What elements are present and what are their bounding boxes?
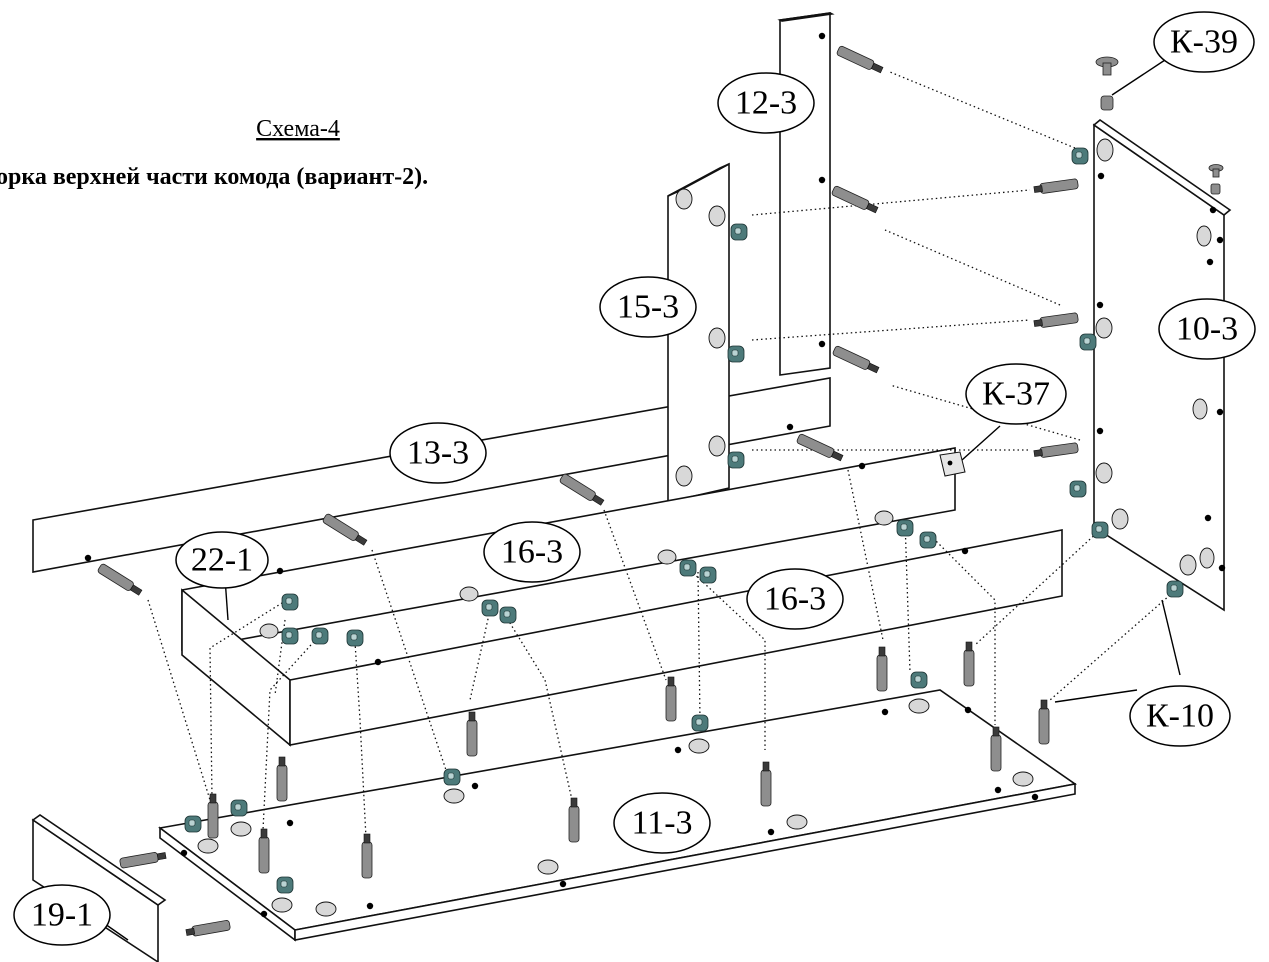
cam-locks bbox=[184, 147, 1184, 894]
svg-text:19-1: 19-1 bbox=[31, 897, 93, 934]
svg-text:16-3: 16-3 bbox=[501, 534, 563, 571]
diagram-subtitle: орка верхней части комода (вариант-2). bbox=[0, 164, 428, 190]
label-k-10: К-10 bbox=[1129, 685, 1231, 747]
fitting-k-37-bracket bbox=[939, 451, 966, 477]
svg-text:10-3: 10-3 bbox=[1176, 311, 1238, 348]
assembly-arrows bbox=[147, 71, 1171, 839]
panel-19-1 bbox=[31, 814, 167, 962]
label-22-1: 22-1 bbox=[175, 531, 269, 589]
svg-text:К-10: К-10 bbox=[1146, 698, 1214, 735]
label-19-1: 19-1 bbox=[13, 884, 111, 946]
label-k-39: К-39 bbox=[1153, 11, 1255, 73]
svg-text:К-37: К-37 bbox=[982, 376, 1050, 413]
svg-text:16-3: 16-3 bbox=[764, 581, 826, 618]
fitting-k-39-pins bbox=[1095, 56, 1224, 195]
svg-text:К-39: К-39 bbox=[1170, 24, 1238, 61]
svg-text:12-3: 12-3 bbox=[735, 85, 797, 122]
label-10-3: 10-3 bbox=[1158, 298, 1256, 360]
panel-15-3 bbox=[667, 162, 730, 504]
svg-text:13-3: 13-3 bbox=[407, 435, 469, 472]
svg-text:11-3: 11-3 bbox=[631, 805, 692, 842]
panel-11-3 bbox=[158, 689, 1078, 942]
panel-12-3 bbox=[777, 12, 835, 376]
connector-bolts bbox=[97, 45, 1079, 937]
svg-text:15-3: 15-3 bbox=[617, 289, 679, 326]
label-16-3-b: 16-3 bbox=[746, 568, 844, 630]
diagram-title: Схема-4 bbox=[256, 116, 340, 142]
label-13-3: 13-3 bbox=[389, 422, 487, 484]
panel-10-3 bbox=[1092, 118, 1232, 612]
label-16-3-a: 16-3 bbox=[483, 521, 581, 583]
svg-text:22-1: 22-1 bbox=[191, 542, 253, 579]
label-15-3: 15-3 bbox=[599, 276, 697, 338]
label-12-3: 12-3 bbox=[717, 72, 815, 134]
label-11-3: 11-3 bbox=[613, 792, 711, 854]
label-k-37: К-37 bbox=[965, 363, 1067, 425]
